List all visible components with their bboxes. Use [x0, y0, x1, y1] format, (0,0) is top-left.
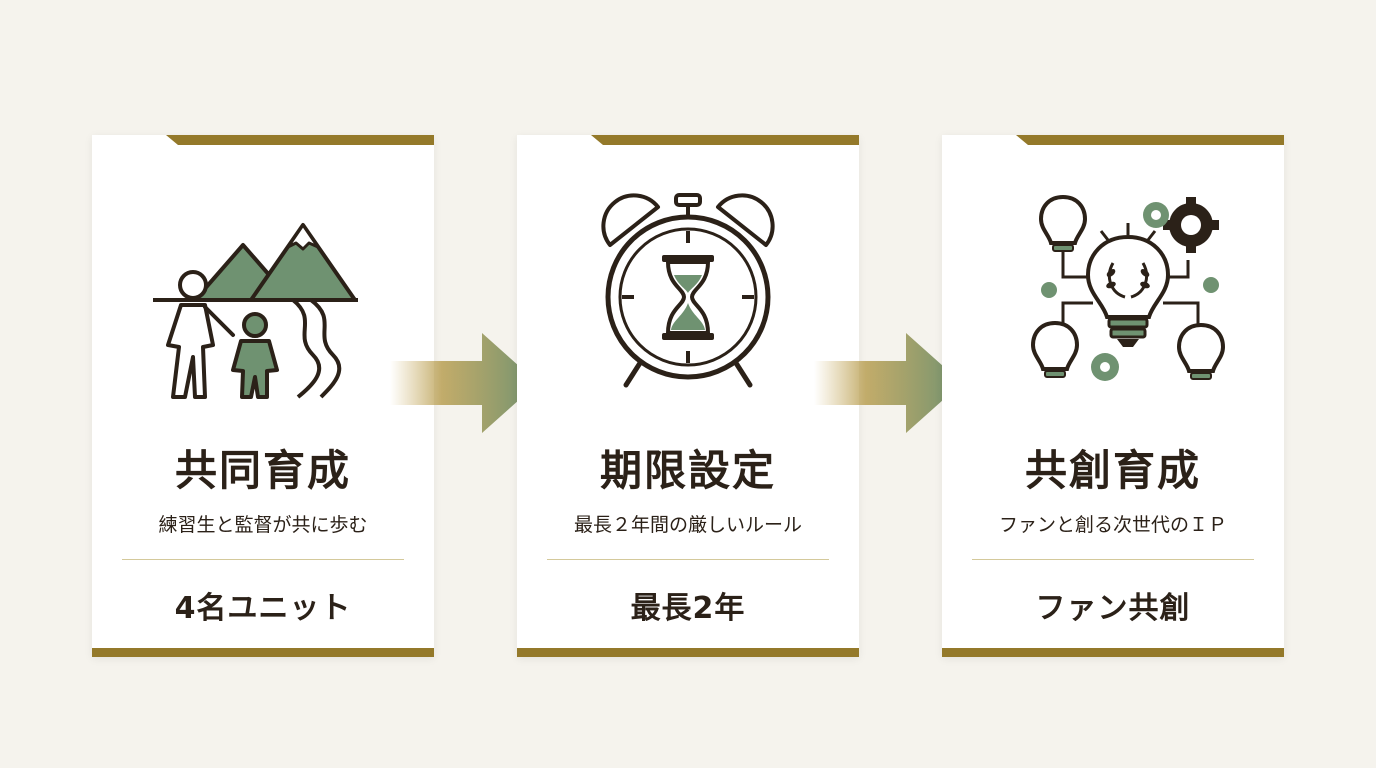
step-title: 期限設定	[599, 446, 776, 495]
step-tag: ファン共創	[1035, 591, 1191, 626]
step-card-2: 期限設定 最長２年間の厳しいルール 最長2年	[517, 135, 859, 657]
arrow-right-icon	[814, 333, 964, 433]
arrow-right-icon	[390, 333, 540, 433]
lightbulb-network-icon	[993, 185, 1233, 405]
step-title: 共創育成	[1024, 446, 1201, 495]
step-subtitle: 最長２年間の厳しいルール	[573, 514, 802, 536]
card-top-accent	[166, 135, 434, 145]
step-title: 共同育成	[174, 446, 351, 495]
divider	[122, 559, 404, 560]
card-top-accent	[1016, 135, 1284, 145]
divider	[972, 559, 1254, 560]
step-subtitle: 練習生と監督が共に歩む	[158, 514, 368, 536]
step-card-3: 共創育成 ファンと創る次世代のＩＰ ファン共創	[942, 135, 1284, 657]
card-bottom-accent	[517, 648, 859, 657]
card-top-accent	[591, 135, 859, 145]
alarm-clock-hourglass-icon	[568, 185, 808, 405]
step-subtitle: ファンと創る次世代のＩＰ	[998, 514, 1227, 536]
step-tag: 最長2年	[630, 591, 746, 626]
step-card-1: 共同育成 練習生と監督が共に歩む 4名ユニット	[92, 135, 434, 657]
card-bottom-accent	[942, 648, 1284, 657]
card-bottom-accent	[92, 648, 434, 657]
step-tag: 4名ユニット	[174, 591, 352, 626]
mentor-hiking-icon	[143, 185, 383, 405]
divider	[547, 559, 829, 560]
